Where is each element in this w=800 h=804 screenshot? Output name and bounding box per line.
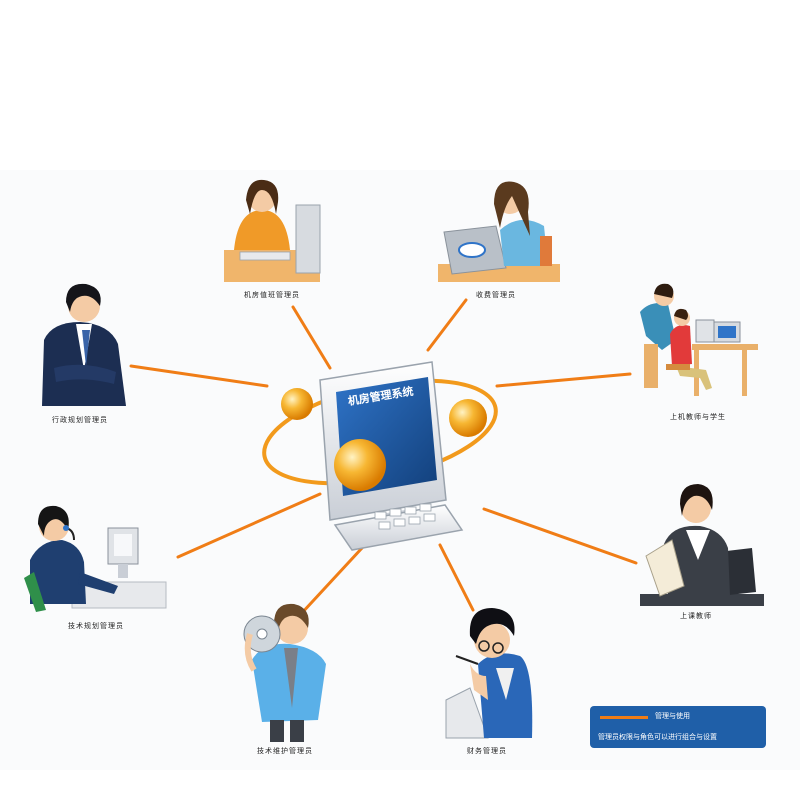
- label-left-lower: 技术规划管理员: [68, 622, 124, 630]
- label-left-upper: 行政规划管理员: [52, 416, 108, 424]
- connector-top-left: [291, 305, 332, 370]
- connector-left-lower: [176, 492, 322, 559]
- connector-lines: [129, 298, 638, 630]
- person-right-lower-icon: [640, 484, 764, 606]
- legend-line-swatch: [600, 716, 648, 719]
- label-right-upper: 上机教师与学生: [670, 413, 726, 421]
- label-top-right: 收费管理员: [476, 291, 516, 299]
- person-top-left-icon: [224, 179, 321, 282]
- label-top-left: 机房值班管理员: [244, 291, 300, 299]
- keyboard-keys: [374, 503, 436, 530]
- person-left-lower-icon: [24, 505, 167, 612]
- connector-bottom-right: [438, 543, 475, 612]
- legend-item-usage: 管理与使用: [655, 712, 690, 720]
- connector-right-upper: [495, 372, 632, 388]
- connector-left-upper: [129, 364, 269, 388]
- legend-item-permissions: 管理员权限与角色可以进行组合与设置: [598, 733, 717, 741]
- orb-right: [449, 399, 487, 437]
- person-top-right-icon: [438, 181, 560, 282]
- person-left-upper-icon: [42, 283, 126, 406]
- orb-small-left: [281, 388, 313, 420]
- connector-top-right: [426, 298, 468, 352]
- person-bottom-center-icon: [243, 603, 326, 742]
- person-right-upper-icon: [640, 283, 758, 396]
- connector-right-lower: [482, 507, 638, 565]
- label-right-lower: 上课教师: [680, 612, 712, 620]
- label-bottom-center: 技术维护管理员: [257, 747, 313, 755]
- orb-large: [334, 439, 386, 491]
- legend: 管理与使用 管理员权限与角色可以进行组合与设置: [590, 706, 766, 748]
- person-bottom-right-icon: [445, 608, 533, 739]
- label-bottom-right: 财务管理员: [467, 747, 507, 755]
